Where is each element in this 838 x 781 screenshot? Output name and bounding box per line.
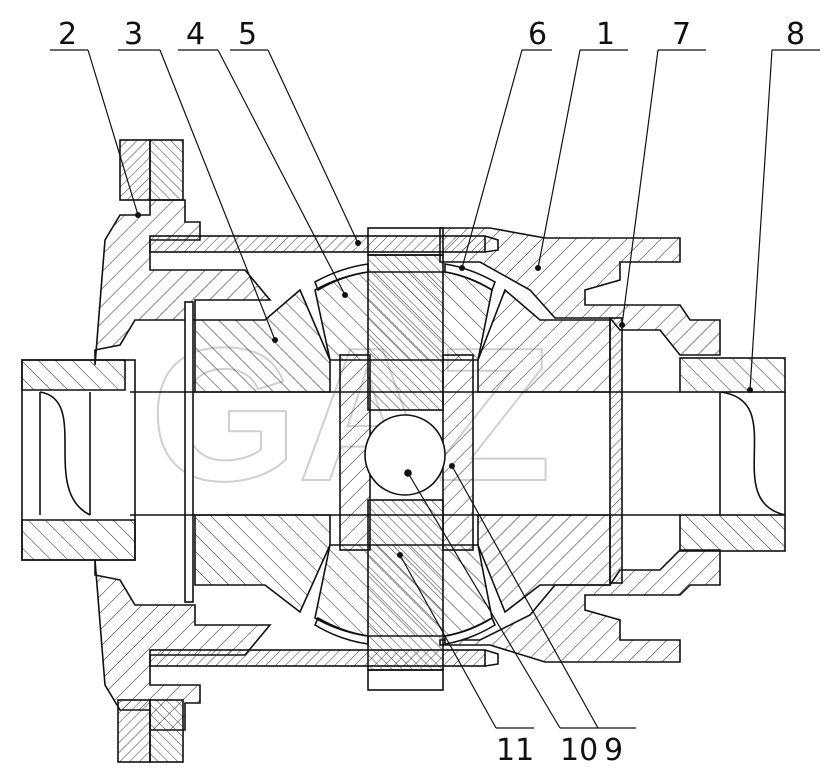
center-pin: [364, 414, 446, 496]
callout-1: 1: [596, 17, 615, 52]
callout-5: 5: [238, 17, 257, 52]
upper-bolt: [149, 235, 486, 253]
left-side-gear-lower: [194, 514, 331, 614]
callout-2: 2: [58, 17, 77, 52]
callout-3: 3: [124, 17, 143, 52]
right-retainer-plate: [609, 317, 623, 584]
callout-6: 6: [528, 17, 547, 52]
cross-shaft-lower: [367, 499, 444, 671]
leader-dots: [135, 212, 753, 558]
right-housing-lower: [439, 549, 721, 663]
callout-10: 10: [560, 733, 598, 768]
left-side-gear-upper: [194, 288, 331, 393]
left-flange-lower: [117, 699, 151, 763]
callout-9: 9: [604, 733, 623, 768]
right-spacer: [442, 354, 474, 551]
left-hub-upper: [21, 359, 126, 391]
left-retainer-plate: [184, 301, 194, 603]
callout-8: 8: [786, 17, 805, 52]
callout-4: 4: [186, 17, 205, 52]
left-flange-upper-2: [149, 139, 184, 201]
left-hub-outline: [21, 359, 136, 561]
callout-labels: 2 3 4 5 6 1 7 8 11 10 9: [58, 17, 805, 768]
callout-11: 11: [496, 733, 534, 768]
callout-7: 7: [672, 17, 691, 52]
cross-shaft-upper: [367, 254, 444, 411]
cross-shaft-band-top: [367, 227, 444, 256]
leader-lines: [50, 49, 820, 729]
right-hub-bore: [719, 391, 786, 516]
left-hub-bore: [39, 391, 91, 516]
upper-bolt-head: [484, 235, 499, 253]
lower-bolt-head: [484, 649, 499, 667]
right-hub-lower: [679, 514, 786, 552]
right-housing: [439, 227, 721, 356]
left-hub-lower: [21, 519, 136, 561]
left-flange-lower-2: [149, 699, 184, 763]
right-hub-upper: [679, 357, 786, 393]
cross-shaft-band-bottom: [367, 669, 444, 691]
